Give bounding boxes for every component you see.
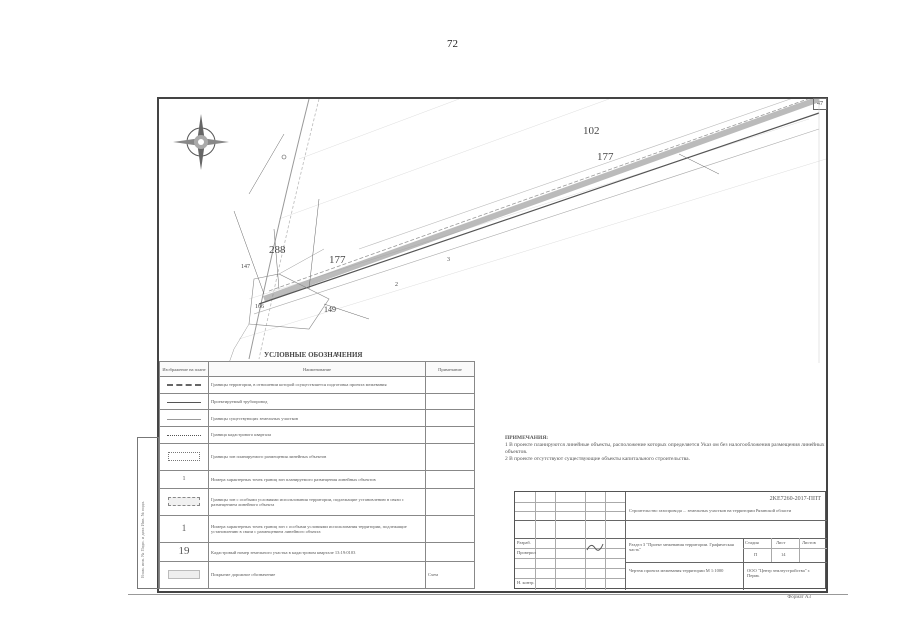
- legend-header-row: Изображение на плане Наименование Примеч…: [159, 361, 475, 377]
- legend-row: Границы существующих земельных участков: [159, 409, 475, 427]
- legend-header: Наименование: [208, 361, 426, 377]
- approval-side-strip: Взам. инв. № Подп. и дата Инв. № подл.: [137, 437, 159, 589]
- legend-note: [425, 392, 475, 411]
- legend-row: Границы зон с особыми условиями использо…: [159, 488, 475, 517]
- legend-note: [425, 376, 475, 394]
- parcel-number: 147: [241, 264, 250, 270]
- legend-note: [425, 425, 475, 444]
- legend-name: Граница кадастрового квартала: [208, 425, 426, 444]
- page-bottom-line: [128, 594, 848, 595]
- parcel-number: 3: [447, 257, 450, 263]
- legend-symbol: 19: [159, 542, 209, 562]
- legend-name: Номера характерных точек границ зон план…: [208, 469, 426, 490]
- legend-note: [425, 442, 475, 471]
- drawing-sheet: 47: [137, 97, 828, 600]
- role-label: Проверил: [517, 550, 536, 555]
- legend-name: Проектируемый трубопровод: [208, 392, 426, 411]
- legend-row: Граница кадастрового квартала: [159, 425, 475, 444]
- drawing-title: Чертеж проекта межевания территории М 1:…: [629, 568, 724, 573]
- role-label: Н. контр.: [517, 580, 535, 585]
- legend-name: Покрытие дорожное обозначение: [208, 560, 426, 590]
- stage-header: Стадия: [745, 540, 759, 545]
- legend-row: 1 Номера характерных точек границ зон пл…: [159, 469, 475, 490]
- note-item: 2 В проекте отсутствуют существующие объ…: [505, 456, 690, 462]
- legend-name: Границы зон планируемого размещения лине…: [208, 442, 426, 471]
- notes-title: ПРИМЕЧАНИЯ:: [505, 435, 549, 441]
- legend-note: [425, 542, 475, 562]
- legend-row: Границы территории, в отношении которой …: [159, 376, 475, 394]
- legend-name: Номера характерных точек границ зон с ос…: [208, 515, 426, 544]
- legend-symbol: [159, 560, 209, 590]
- side-strip-text: Взам. инв. № Подп. и дата Инв. № подл.: [140, 500, 145, 578]
- legend-title: УСЛОВНЫЕ ОБОЗНАЧЕНИЯ: [264, 351, 363, 359]
- parcel-number: 177: [329, 254, 346, 266]
- company-name: ООО "Центр землеустройства" г. Пермь: [747, 568, 811, 578]
- parcel-number: 102: [583, 125, 600, 137]
- sheets-header: Листов: [802, 540, 816, 545]
- compass-rose-icon: [173, 114, 229, 170]
- title-block-stamp: 2KЕ7260-2017-ППТ Строительство газопрово…: [514, 491, 827, 600]
- legend-row: 1 Номера характерных точек границ зон с …: [159, 515, 475, 544]
- legend-symbol: [159, 409, 209, 427]
- parcel-number: 166: [255, 304, 264, 310]
- note-item: 1 В проекте планируются линейные объекты…: [505, 442, 825, 455]
- page-number: 72: [447, 38, 458, 50]
- legend-symbol: [159, 376, 209, 394]
- sheet-value: 14: [781, 552, 786, 557]
- parcel-number: 177: [597, 151, 614, 163]
- role-label: Разраб.: [517, 540, 531, 545]
- document-code: 2KЕ7260-2017-ППТ: [769, 496, 821, 502]
- legend-row: Границы зон планируемого размещения лине…: [159, 442, 475, 471]
- legend-name: Границы существующих земельных участков: [208, 409, 426, 427]
- parcel-number: 288: [269, 244, 286, 256]
- legend-symbol: 1: [159, 515, 209, 544]
- legend-table: Изображение на плане Наименование Примеч…: [159, 361, 475, 590]
- legend-header: Изображение на плане: [159, 361, 209, 377]
- section-title: Раздел 3 "Проект межевания территории. Г…: [629, 542, 734, 552]
- format-label: Формат А3: [787, 595, 811, 600]
- legend-symbol: [159, 442, 209, 471]
- legend-row: Покрытие дорожное обозначение Схем: [159, 560, 475, 590]
- legend-name: Кадастровый номер земельного участка в к…: [208, 542, 426, 562]
- legend-symbol-number: 1: [181, 523, 187, 534]
- legend-header: Примечание: [425, 361, 475, 377]
- legend-symbol-number: 19: [178, 545, 190, 558]
- stage-value: П: [754, 552, 758, 557]
- legend-note: [425, 488, 475, 517]
- legend-note: [425, 409, 475, 427]
- legend-symbol-number: 1: [182, 476, 186, 483]
- legend-name: Границы зон с особыми условиями использо…: [208, 488, 426, 517]
- legend-symbol: [159, 392, 209, 411]
- signature-icon: [586, 543, 604, 551]
- legend-symbol: [159, 488, 209, 517]
- legend-row: Проектируемый трубопровод: [159, 392, 475, 411]
- sheet-header: Лист: [776, 540, 786, 545]
- legend-row: 19 Кадастровый номер земельного участка …: [159, 542, 475, 562]
- legend-name: Границы территории, в отношении которой …: [208, 376, 426, 394]
- parcel-number: 149: [324, 305, 336, 314]
- legend-note: Схем: [425, 560, 475, 590]
- legend-symbol: [159, 425, 209, 444]
- legend-symbol: 1: [159, 469, 209, 490]
- cadastral-map: [228, 99, 826, 363]
- legend-note: [425, 515, 475, 544]
- legend-note: [425, 469, 475, 490]
- parcel-number: 2: [395, 282, 398, 288]
- project-title: Строительство газопровода ... земельных …: [629, 508, 792, 513]
- notes-block: ПРИМЕЧАНИЯ: 1 В проекте планируются лине…: [505, 435, 825, 463]
